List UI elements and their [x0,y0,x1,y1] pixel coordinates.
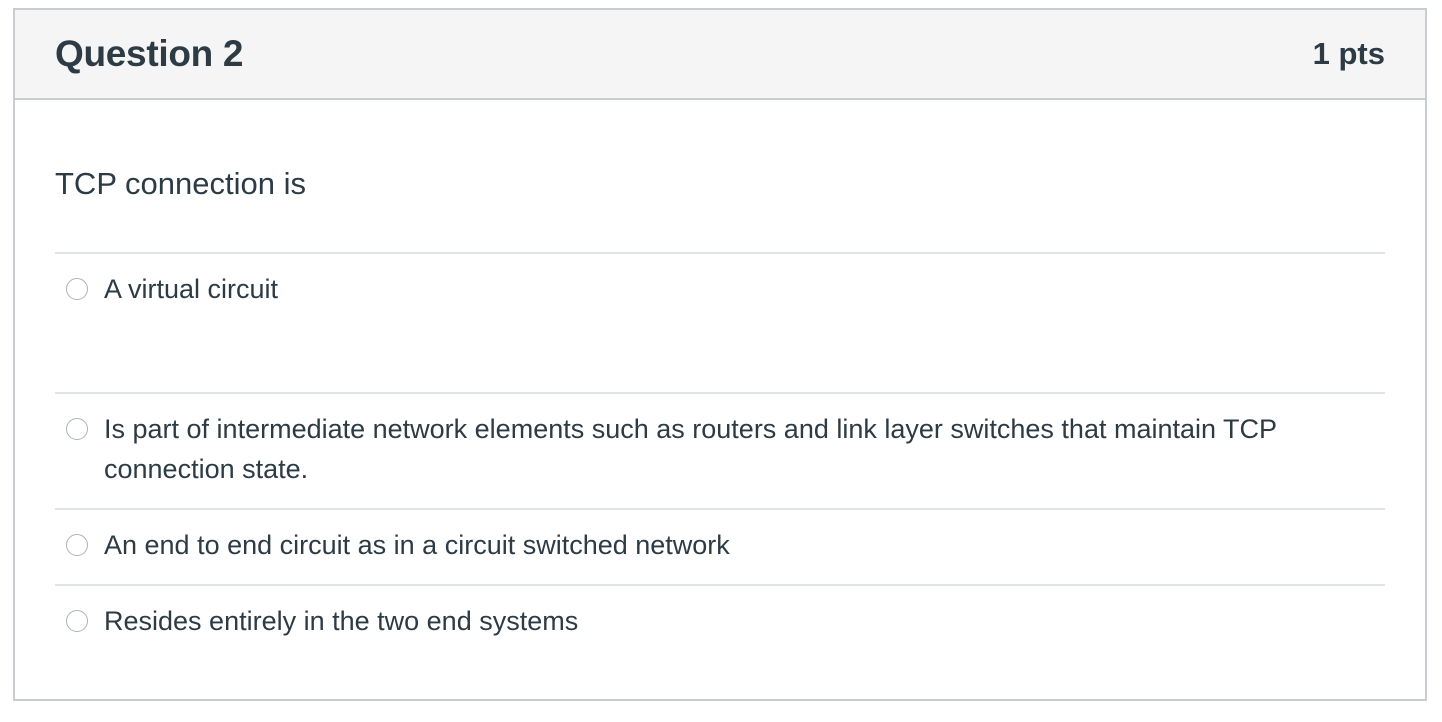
answer-label[interactable]: An end to end circuit as in a circuit sw… [104,530,730,560]
question-title: Question 2 [55,33,244,74]
question-points: 1 pts [1312,36,1385,71]
question-card: Question 2 1 pts TCP connection is A vir… [13,8,1427,701]
answer-option-1[interactable]: A virtual circuit [55,254,1385,394]
question-text: TCP connection is [55,166,306,201]
answer-label[interactable]: Resides entirely in the two end systems [104,606,579,636]
answer-list: A virtual circuit Is part of intermediat… [55,252,1385,662]
answer-option-4[interactable]: Resides entirely in the two end systems [55,586,1385,662]
answer-option-3[interactable]: An end to end circuit as in a circuit sw… [55,510,1385,586]
question-body: TCP connection is A virtual circuit Is p… [15,166,1425,662]
radio-button[interactable] [66,418,88,440]
radio-button[interactable] [66,610,88,632]
question-header: Question 2 1 pts [15,10,1425,100]
answer-option-2[interactable]: Is part of intermediate network elements… [55,394,1385,510]
radio-button[interactable] [66,278,88,300]
radio-button[interactable] [66,534,88,556]
answer-label[interactable]: A virtual circuit [104,274,279,304]
answer-label[interactable]: Is part of intermediate network elements… [104,414,1277,484]
